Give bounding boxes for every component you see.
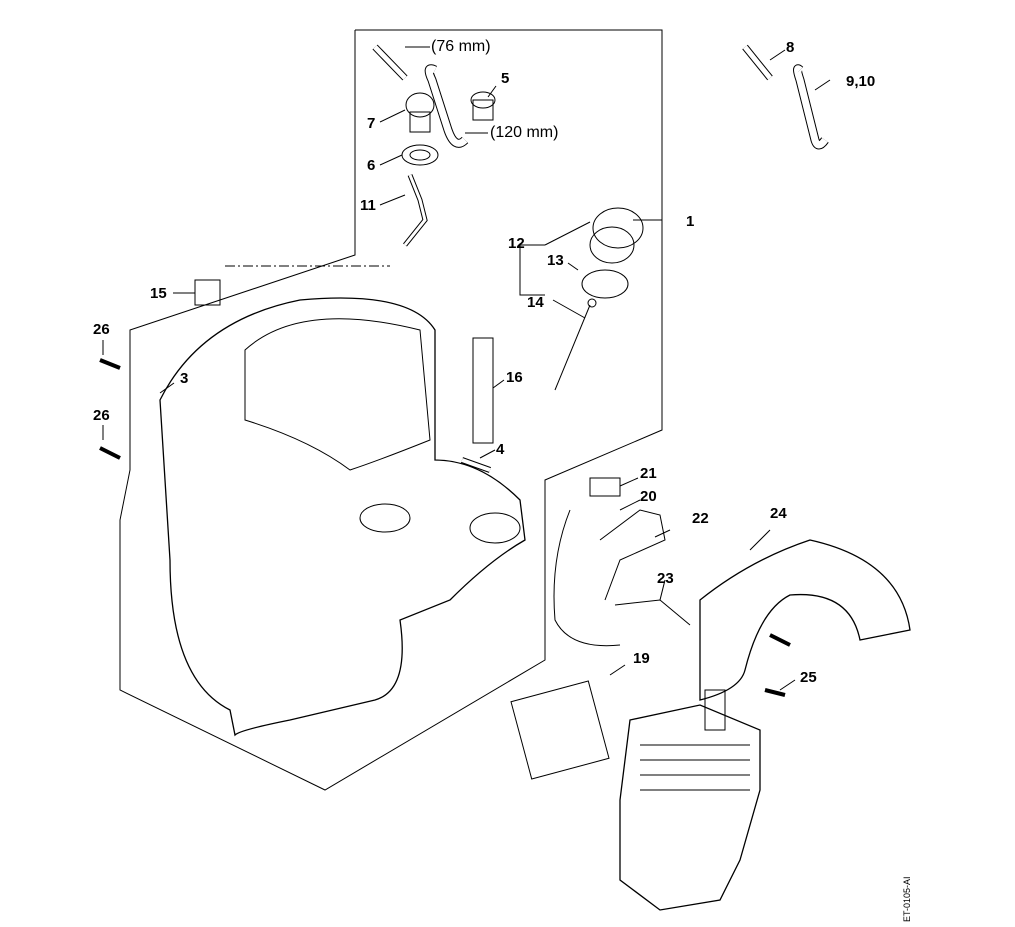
spark-plug — [704, 689, 726, 731]
callout-19: 19 — [633, 650, 650, 667]
callout-12: 12 — [508, 235, 525, 252]
part-21-switch — [589, 477, 621, 497]
blower-housing — [159, 297, 526, 737]
part-13-oring — [581, 269, 629, 299]
callout-22: 22 — [692, 510, 709, 527]
callout-4: 4 — [496, 441, 505, 458]
callout-25: 25 — [800, 669, 817, 686]
callout-1: 1 — [686, 213, 695, 230]
part-16-label — [472, 337, 494, 444]
callout-13: 13 — [547, 252, 564, 269]
callout-5: 5 — [501, 70, 510, 87]
callout-20: 20 — [640, 488, 657, 505]
engine-cylinder — [619, 704, 761, 911]
callout-7: 7 — [367, 115, 376, 132]
part-7-valve — [405, 92, 435, 118]
wiring — [553, 509, 621, 647]
callout-6: 6 — [367, 157, 376, 174]
part-19-module — [510, 680, 610, 780]
part-25-screw — [769, 633, 791, 647]
drawing-code: ET-0105-AI — [902, 876, 912, 922]
callout-16: 16 — [506, 369, 523, 386]
part-24-handle — [699, 539, 911, 701]
callout-24: 24 — [770, 505, 787, 522]
part-15-fitting — [194, 279, 221, 306]
callout-21: 21 — [640, 465, 657, 482]
part-5-valve — [470, 91, 496, 109]
part-6-grommet — [401, 144, 439, 166]
part-1-cap — [592, 207, 644, 249]
callout-14: 14 — [527, 294, 544, 311]
callout-26-upper: 26 — [93, 321, 110, 338]
callout-26-lower: 26 — [93, 407, 110, 424]
part-22-trigger — [599, 509, 666, 601]
note-hose-short: (76 mm) — [431, 38, 491, 55]
note-hose-long: (120 mm) — [490, 124, 559, 141]
callout-9-10: 9,10 — [846, 73, 876, 90]
callout-23: 23 — [657, 570, 674, 587]
part-14-strainer — [554, 304, 591, 391]
part-26-screw — [99, 358, 121, 370]
callout-3: 3 — [180, 370, 189, 387]
callout-11: 11 — [360, 197, 376, 214]
callout-8: 8 — [786, 39, 795, 56]
part-23-spring — [614, 599, 691, 626]
assembly-boundary — [119, 29, 663, 791]
callout-15: 15 — [150, 285, 167, 302]
